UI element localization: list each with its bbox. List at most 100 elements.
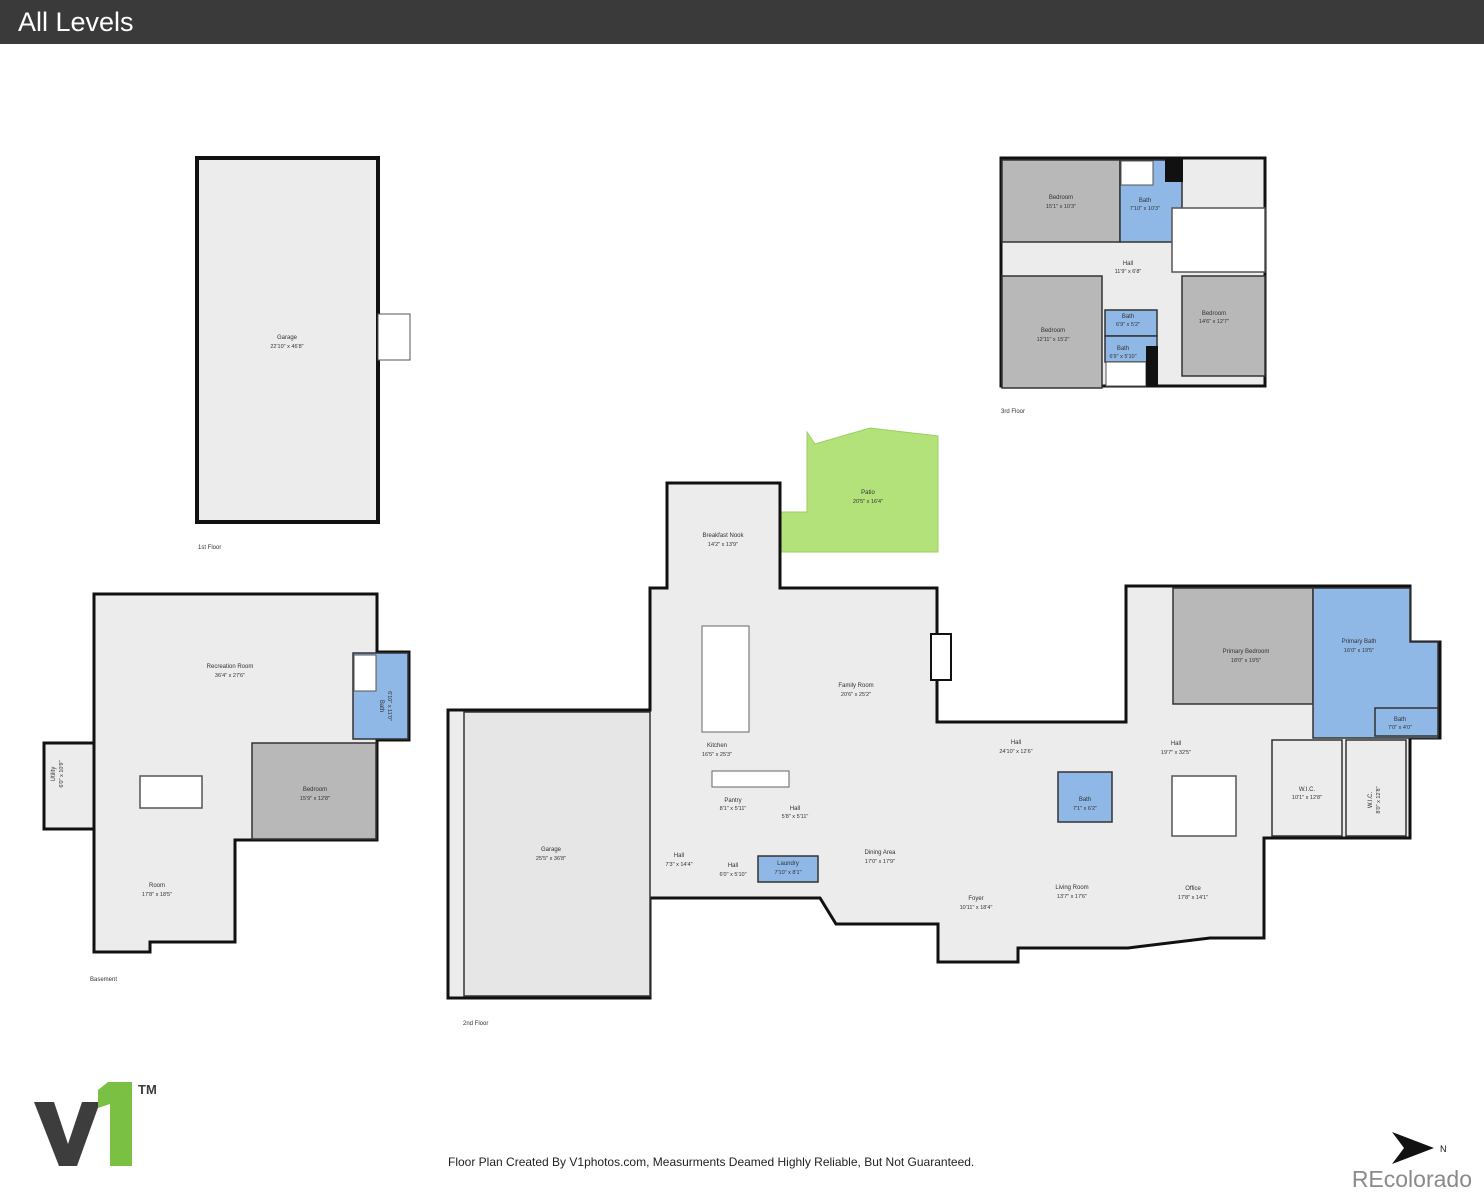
room-name: Recreation Room [207, 664, 254, 670]
room-name: Primary Bedroom [1223, 649, 1270, 655]
first-floor-plan: Garage 22'10" x 46'8" 1st Floor [195, 156, 411, 551]
room-name: Bedroom [1041, 328, 1065, 334]
room-dim: 36'4" x 27'6" [215, 673, 245, 679]
room-name: Laundry [777, 861, 799, 867]
room-name: Hall [728, 863, 738, 869]
second-floor-primary-bath [1312, 587, 1439, 739]
first-floor-garage-door [377, 313, 411, 361]
header-bar: All Levels [0, 0, 1484, 44]
room-name: Bath [1394, 717, 1406, 723]
room-name: Office [1185, 886, 1201, 892]
floor-label: 2nd Floor [463, 1021, 488, 1027]
third-floor-bedroom-a [1001, 159, 1121, 243]
room-dim: 15'1" x 10'3" [1046, 204, 1076, 210]
room-name: Living Room [1055, 885, 1088, 891]
page-title: All Levels [18, 7, 134, 37]
room-dim: 6'9" x 5'10" [1109, 354, 1136, 360]
room-name: Primary Bath [1342, 639, 1377, 645]
second-floor-laundry [757, 855, 819, 883]
floor-label: 3rd Floor [1001, 409, 1025, 415]
room-dim: 15'9" x 12'8" [300, 796, 330, 802]
room-name: Hall [1171, 741, 1181, 747]
room-name: Breakfast Nook [702, 533, 744, 539]
room-dim: 20'6" x 25'2" [841, 692, 871, 698]
second-floor-stairs [1171, 775, 1237, 837]
room-dim: 17'8" x 14'1" [1178, 895, 1208, 901]
room-name: W.I.C. [1299, 787, 1316, 793]
second-floor-primary-bedroom [1172, 587, 1314, 705]
room-dim: 12'11" x 15'2" [1037, 337, 1070, 343]
room-dim: 22'10" x 46'8" [270, 344, 303, 350]
room-name: Bath [1122, 314, 1134, 320]
room-name: Bath [378, 700, 384, 712]
room-name: W.I.C. [1368, 792, 1374, 809]
room-name: Hall [674, 853, 684, 859]
basement-bedroom [251, 742, 377, 840]
room-dim: 7'10" x 8'1" [774, 870, 801, 876]
room-name: Bedroom [1049, 195, 1073, 201]
room-name: Hall [1011, 740, 1021, 746]
room-dim: 19'7" x 32'5" [1161, 750, 1191, 756]
room-dim: 10'11" x 18'4" [960, 905, 993, 911]
room-dim: 8'0" x 12'8" [1376, 786, 1382, 813]
second-floor-plan: Patio 20'5" x 16'4" Breakfast Nook 14'2"… [446, 427, 1442, 1027]
room-name: Kitchen [707, 743, 727, 749]
third-floor-stairs [1171, 207, 1266, 273]
room-name: Patio [861, 490, 875, 496]
room-name: Bath [1117, 346, 1129, 352]
room-dim: 10'1" x 12'8" [1292, 795, 1322, 801]
room-name: Bedroom [303, 787, 327, 793]
third-floor-plan: Bedroom 15'1" x 10'3" Bath 7'10" x 10'3"… [999, 156, 1267, 415]
room-dim: 7'10" x 10'3" [1130, 206, 1160, 212]
room-name: Bath [1139, 198, 1151, 204]
watermark: REcolorado [1351, 1166, 1472, 1192]
room-dim: 20'5" x 16'4" [853, 499, 883, 505]
second-floor-wic-b [1345, 739, 1407, 837]
second-floor-bath-small [1374, 707, 1439, 737]
room-dim: 24'10" x 12'6" [999, 749, 1032, 755]
third-floor-bedroom-b [1001, 275, 1103, 389]
room-dim: 6'9" x 5'2" [1116, 322, 1140, 328]
room-dim: 6'0" x 5'10" [719, 872, 746, 878]
room-dim: 18'0" x 19'5" [1231, 658, 1261, 664]
compass-icon: N [1390, 1130, 1454, 1170]
compass-letter: N [1440, 1144, 1447, 1154]
room-name: Dining Area [864, 850, 896, 856]
third-floor-bedroom-c [1181, 275, 1266, 377]
room-dim: 16'0" x 19'5" [1344, 648, 1374, 654]
room-dim: 7'1" x 6'2" [1073, 806, 1097, 812]
third-floor-bath-b [1104, 309, 1158, 337]
room-name: Hall [790, 806, 800, 812]
basement-utility [42, 741, 96, 831]
room-name: Garage [277, 335, 298, 341]
room-dim: 7'3" x 14'4" [665, 862, 692, 868]
room-name: Garage [541, 847, 562, 853]
room-name: Family Room [838, 683, 873, 689]
room-name: Room [149, 883, 165, 889]
room-dim: 17'8" x 18'5" [142, 892, 172, 898]
room-dim: 13'7" x 17'6" [1057, 894, 1087, 900]
basement-stairs [139, 775, 203, 809]
second-floor-garage [463, 711, 651, 997]
room-dim: 25'5" x 36'8" [536, 856, 566, 862]
trademark: TM [138, 1082, 157, 1097]
room-name: Hall [1123, 261, 1133, 267]
kitchen-island [701, 625, 750, 733]
room-dim: 8'1" x 5'11" [720, 806, 747, 812]
room-dim: 14'6" x 12'7" [1199, 319, 1229, 325]
room-name: Pantry [724, 798, 741, 804]
room-dim: 6'0" x 10'9" [59, 760, 65, 787]
basement-plan: Recreation Room 36'4" x 27'6" Bath 6'10"… [42, 592, 411, 983]
room-dim: 14'2" x 13'9" [708, 542, 738, 548]
room-dim: 11'9" x 6'8" [1115, 269, 1142, 275]
floor-label: 1st Floor [198, 545, 221, 551]
v1-logo: TM [34, 1078, 164, 1170]
fireplace [930, 633, 952, 681]
room-dim: 7'0" x 4'0" [1388, 725, 1412, 731]
second-floor-wic-a [1271, 739, 1343, 837]
second-floor-bath [1057, 771, 1113, 823]
second-floor-patio [779, 427, 939, 553]
floor-label: Basement [90, 977, 117, 983]
room-name: Foyer [968, 896, 983, 902]
